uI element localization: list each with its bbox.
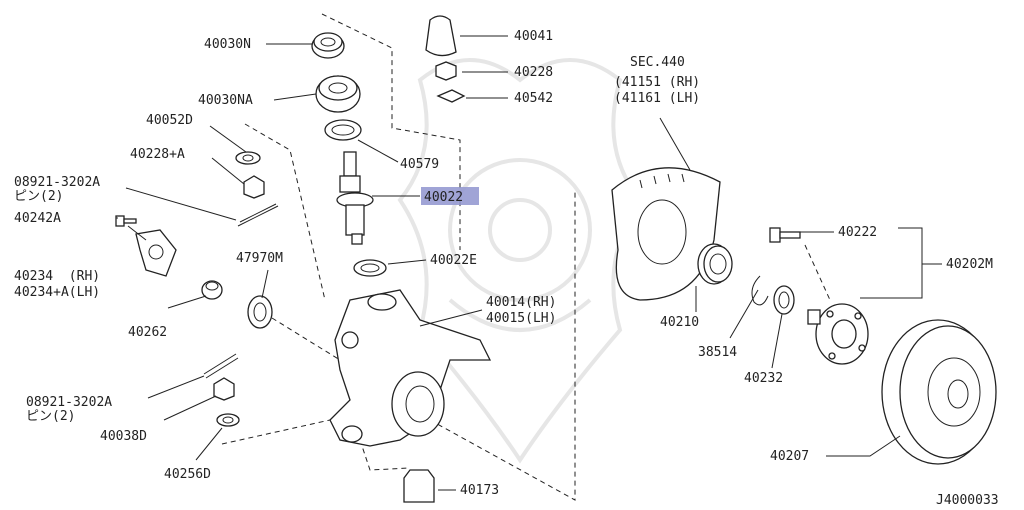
bearing-40030na[interactable]: [315, 75, 361, 113]
label-40207[interactable]: 40207: [770, 449, 809, 464]
label-40041[interactable]: 40041: [514, 29, 553, 44]
label-sec440[interactable]: SEC.440: [630, 55, 685, 70]
label-40022e[interactable]: 40022E: [430, 253, 477, 268]
label-47970m[interactable]: 47970M: [236, 251, 283, 266]
leader-lines: [116, 35, 942, 491]
diagram-code: J4000033: [936, 493, 999, 508]
ball-joint-40022[interactable]: [336, 151, 374, 245]
label-40014-rh[interactable]: 40014(RH): [486, 295, 556, 310]
splash-shield-41151[interactable]: [611, 167, 721, 301]
nut-40228a[interactable]: [243, 175, 265, 199]
seal-40579[interactable]: [324, 119, 362, 141]
label-40232[interactable]: 40232: [744, 371, 783, 386]
part-labels: 40030N 40030NA 40052D 40228+A 08921-3202…: [14, 29, 999, 508]
label-41161-lh[interactable]: (41161 (LH): [614, 91, 700, 106]
cotter-pin-bottom[interactable]: [203, 353, 239, 379]
snap-ring-38514[interactable]: [751, 275, 769, 306]
label-40262[interactable]: 40262: [128, 325, 167, 340]
seal-40232[interactable]: [773, 285, 795, 315]
label-38514[interactable]: 38514: [698, 345, 737, 360]
dashed-assembly-lines: [221, 13, 831, 501]
sensor-ring-47970m[interactable]: [247, 295, 273, 329]
boot-40173[interactable]: [403, 469, 435, 503]
bracket-40234[interactable]: [135, 229, 177, 277]
nut-40228[interactable]: [435, 61, 457, 81]
bolt-40242a[interactable]: [115, 215, 137, 227]
nut-40038d[interactable]: [213, 377, 235, 401]
label-40542[interactable]: 40542: [514, 91, 553, 106]
label-40228[interactable]: 40228: [514, 65, 553, 80]
highlighted-part-40022[interactable]: [421, 187, 479, 205]
label-08921-top[interactable]: 08921-3202A: [14, 175, 100, 190]
label-40234-rh[interactable]: 40234 (RH): [14, 269, 100, 284]
washer-40052d[interactable]: [235, 151, 261, 165]
bearing-40210[interactable]: [697, 243, 733, 285]
label-40173[interactable]: 40173: [460, 483, 499, 498]
washer-40256d[interactable]: [216, 413, 240, 427]
label-41151-rh[interactable]: (41151 (RH): [614, 75, 700, 90]
label-40222[interactable]: 40222: [838, 225, 877, 240]
label-40234a-lh[interactable]: 40234+A(LH): [14, 285, 100, 300]
washer-40542[interactable]: [436, 89, 466, 103]
label-40038d[interactable]: 40038D: [100, 429, 147, 444]
cotter-pin-top[interactable]: [237, 203, 279, 227]
label-pin-bottom: ピン(2): [26, 409, 75, 424]
boot-40041[interactable]: [425, 15, 457, 57]
bearing-40030n[interactable]: [311, 32, 345, 59]
label-40022[interactable]: 40022: [424, 190, 463, 205]
label-40256d[interactable]: 40256D: [164, 467, 211, 482]
hub-assembly-40202m[interactable]: [807, 303, 869, 365]
steering-knuckle-40014[interactable]: [329, 289, 492, 447]
washer-40022e[interactable]: [353, 259, 387, 277]
label-40030na[interactable]: 40030NA: [198, 93, 253, 108]
label-pin-top: ピン(2): [14, 189, 63, 204]
label-40015-lh[interactable]: 40015(LH): [486, 311, 556, 326]
disc-rotor-40207[interactable]: [881, 319, 997, 465]
label-08921-bottom[interactable]: 08921-3202A: [26, 395, 112, 410]
label-40579[interactable]: 40579: [400, 157, 439, 172]
label-40052d[interactable]: 40052D: [146, 113, 193, 128]
hub-bolt-40222[interactable]: [769, 227, 801, 243]
label-40030n[interactable]: 40030N: [204, 37, 251, 52]
label-40210[interactable]: 40210: [660, 315, 699, 330]
watermark-emblem: [397, 58, 643, 464]
label-40242a[interactable]: 40242A: [14, 211, 61, 226]
label-40202m[interactable]: 40202M: [946, 257, 993, 272]
cap-40262[interactable]: [201, 280, 223, 300]
label-40228a[interactable]: 40228+A: [130, 147, 185, 162]
